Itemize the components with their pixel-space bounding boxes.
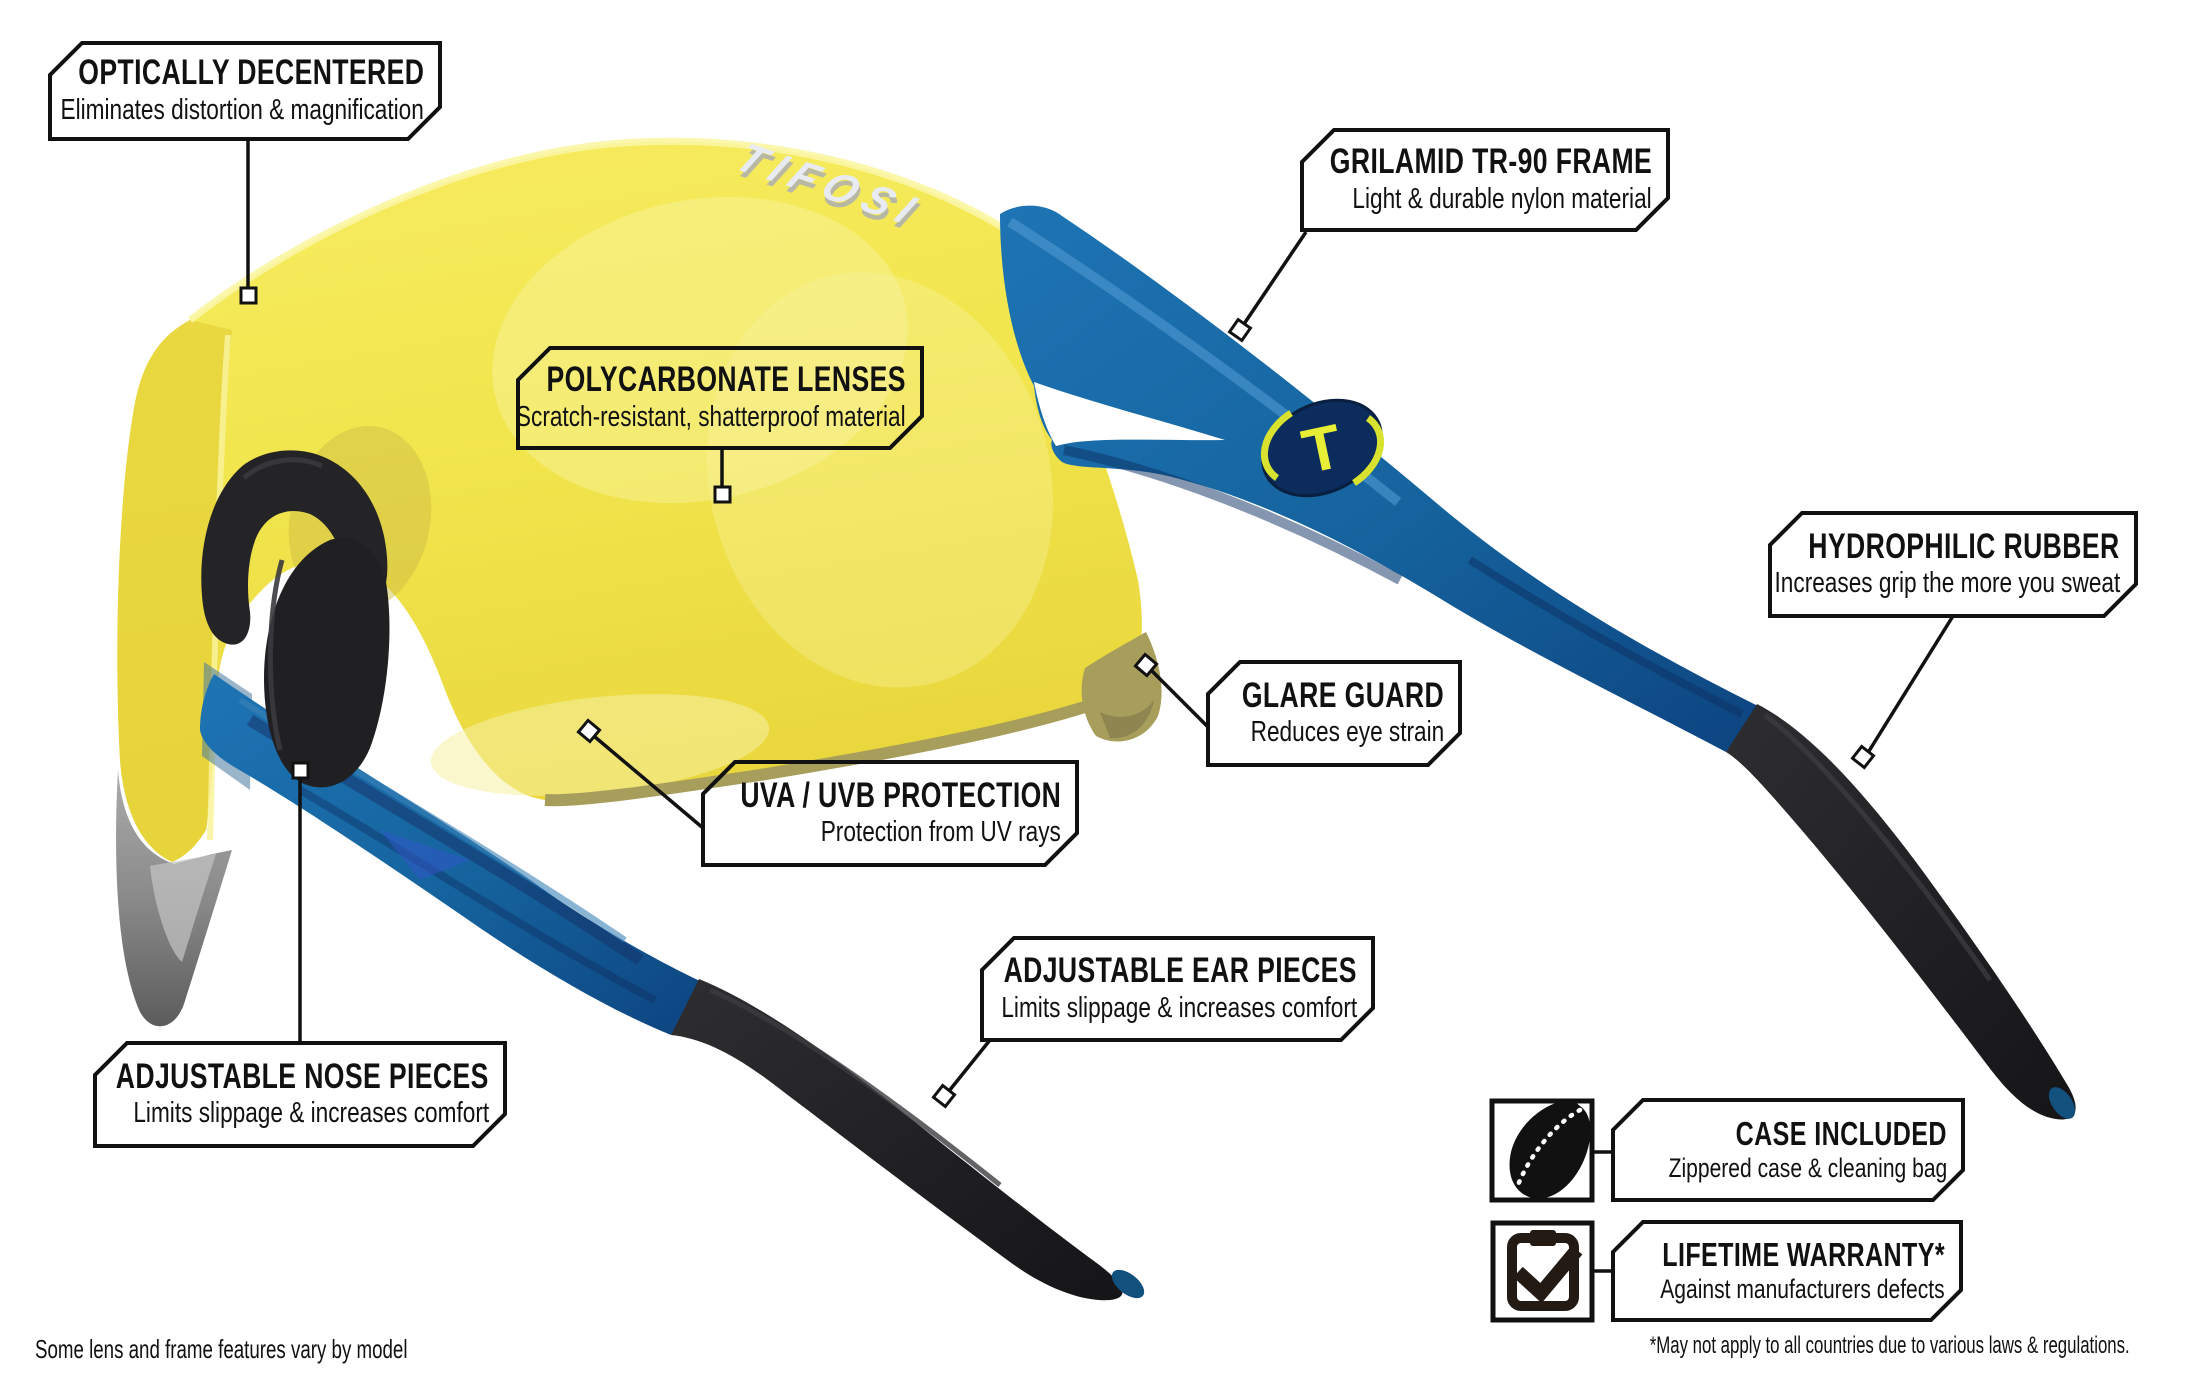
leader-lines	[246, 139, 1955, 1273]
tifosi-hinge-logo: T	[1260, 398, 1385, 498]
warranty-icon	[1507, 1230, 1583, 1311]
lens-edge	[544, 688, 1125, 807]
leader-markers	[239, 286, 1876, 1109]
callout-box-hydrophilic	[1768, 511, 2138, 618]
ear-piece-left	[671, 979, 1123, 1301]
callout-box-lifetime-warranty	[1611, 1220, 1963, 1322]
callout-adjustable-ear-pieces: ADJUSTABLE EAR PIECES Limits slippage & …	[982, 938, 1373, 1040]
callout-title: ADJUSTABLE EAR PIECES	[1003, 951, 1357, 991]
callout-title: POLYCARBONATE LENSES	[546, 360, 906, 400]
callout-subtitle: Limits slippage & increases comfort	[1001, 991, 1357, 1024]
callout-subtitle: Limits slippage & increases comfort	[133, 1097, 489, 1130]
callout-lifetime-warranty: LIFETIME WARRANTY* Against manufacturers…	[1613, 1222, 1961, 1320]
callout-subtitle: Light & durable nylon material	[1352, 182, 1652, 215]
callout-title: GLARE GUARD	[1241, 675, 1444, 715]
callout-adjustable-nose-pieces: ADJUSTABLE NOSE PIECES Limits slippage &…	[95, 1043, 505, 1146]
callout-subtitle: Against manufacturers defects	[1660, 1273, 1945, 1304]
callout-subtitle: Zippered case & cleaning bag	[1668, 1152, 1947, 1183]
callout-subtitle: Protection from UV rays	[820, 816, 1061, 849]
callout-box-nose-pieces	[93, 1041, 507, 1148]
callout-box-case-included	[1611, 1098, 1965, 1202]
callout-glare-guard: GLARE GUARD Reduces eye strain	[1208, 662, 1460, 765]
callout-box-optically-decentered	[48, 41, 442, 141]
callout-polycarbonate-lenses: POLYCARBONATE LENSES Scratch-resistant, …	[516, 348, 922, 448]
callout-case-included: CASE INCLUDED Zippered case & cleaning b…	[1613, 1100, 1963, 1200]
callout-title: ADJUSTABLE NOSE PIECES	[116, 1056, 489, 1096]
callout-box-ear-pieces	[980, 936, 1375, 1042]
callout-outlines	[48, 41, 2138, 1323]
callout-hydrophilic-rubber: HYDROPHILIC RUBBER Increases grip the mo…	[1770, 513, 2136, 616]
callout-box-uva-uvb	[701, 760, 1079, 867]
callout-subtitle: Increases grip the more you sweat	[1774, 567, 2120, 600]
callout-subtitle: Reduces eye strain	[1250, 716, 1444, 749]
callout-box-grilamid	[1300, 128, 1670, 232]
callout-title: GRILAMID TR-90 FRAME	[1329, 142, 1652, 182]
callout-grilamid-frame: GRILAMID TR-90 FRAME Light & durable nyl…	[1302, 130, 1668, 230]
callout-box-polycarbonate	[516, 346, 924, 450]
callout-title: CASE INCLUDED	[1735, 1114, 1947, 1152]
callout-subtitle: Scratch-resistant, shatterproof material	[516, 400, 906, 433]
ear-piece-right	[1726, 704, 2076, 1120]
callout-subtitle: Eliminates distortion & magnification	[60, 93, 424, 126]
callout-box-glare-guard	[1206, 660, 1462, 767]
callout-title: LIFETIME WARRANTY*	[1662, 1235, 1945, 1273]
callout-uva-uvb-protection: UVA / UVB PROTECTION Protection from UV …	[703, 762, 1077, 865]
case-icon	[1509, 1100, 1591, 1199]
callout-title: UVA / UVB PROTECTION	[740, 775, 1061, 815]
nose-piece	[201, 450, 390, 788]
frame-brow: T	[1000, 205, 2076, 1120]
footnote-left: Some lens and frame features vary by mod…	[35, 1334, 408, 1364]
callout-optically-decentered: OPTICALLY DECENTERED Eliminates distorti…	[50, 43, 440, 139]
callout-title: OPTICALLY DECENTERED	[77, 53, 424, 93]
footnote-right: *May not apply to all countries due to v…	[1650, 1332, 2130, 1359]
callout-title: HYDROPHILIC RUBBER	[1808, 526, 2120, 566]
